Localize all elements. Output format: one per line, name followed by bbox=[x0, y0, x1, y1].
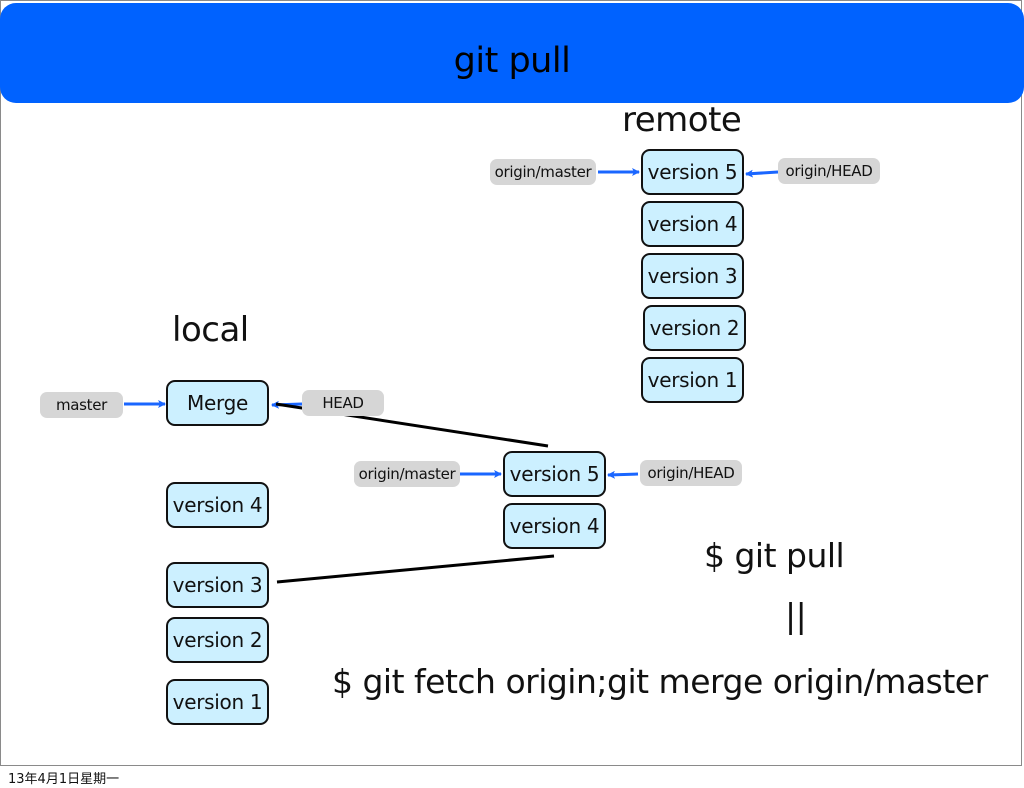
equivalence-sign: || bbox=[785, 596, 807, 635]
remote-commit: version 1 bbox=[641, 357, 744, 403]
fetched-origin-master-tag: origin/master bbox=[354, 461, 460, 487]
local-commit: version 4 bbox=[166, 482, 269, 528]
remote-commit: version 2 bbox=[643, 305, 746, 351]
head-tag: HEAD bbox=[302, 390, 384, 416]
remote-origin-head-tag: origin/HEAD bbox=[778, 158, 880, 184]
local-heading: local bbox=[172, 310, 249, 350]
footer-date: 13年4月1日星期一 bbox=[8, 772, 120, 787]
master-tag: master bbox=[40, 392, 123, 418]
local-commit: version 2 bbox=[166, 617, 269, 663]
fetch-merge-command: $ git fetch origin;git merge origin/mast… bbox=[332, 662, 988, 701]
remote-commit: version 5 bbox=[641, 149, 744, 195]
slide bbox=[0, 0, 1022, 766]
git-pull-command: $ git pull bbox=[704, 536, 845, 575]
remote-commit: version 3 bbox=[641, 253, 744, 299]
slide-title: git pull bbox=[453, 41, 571, 81]
remote-heading: remote bbox=[622, 100, 742, 140]
remote-origin-master-tag: origin/master bbox=[490, 159, 596, 185]
remote-commit: version 4 bbox=[641, 201, 744, 247]
merge-commit: Merge bbox=[166, 380, 269, 426]
local-commit: version 3 bbox=[166, 562, 269, 608]
fetched-commit: version 4 bbox=[503, 503, 606, 549]
fetched-origin-head-tag: origin/HEAD bbox=[640, 460, 742, 486]
local-commit: version 1 bbox=[166, 679, 269, 725]
fetched-commit: version 5 bbox=[503, 451, 606, 497]
title-bar: git pull bbox=[0, 3, 1024, 103]
